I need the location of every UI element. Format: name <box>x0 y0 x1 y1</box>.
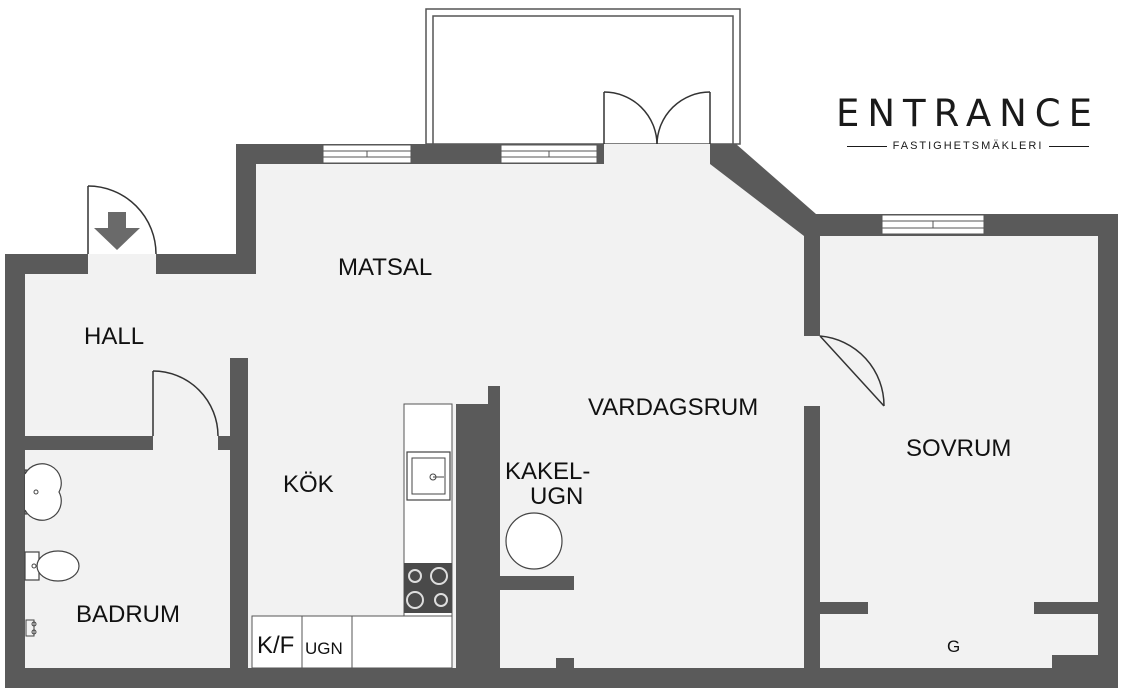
sink-icon <box>406 451 451 501</box>
floor <box>25 164 1098 668</box>
brand-tagline: FASTIGHETSMÄKLERI <box>892 140 1044 152</box>
brand-logo: ENTRANCE FASTIGHETSMÄKLERI <box>828 92 1108 153</box>
label-kf: K/F <box>257 632 294 659</box>
door-openings <box>88 144 820 450</box>
brand-tagline-row: FASTIGHETSMÄKLERI <box>828 140 1108 152</box>
interior-walls <box>25 236 1098 688</box>
stove-icon <box>404 563 452 613</box>
windows <box>322 144 985 235</box>
balcony <box>425 8 741 145</box>
tiled-stove-icon <box>505 512 563 570</box>
brand-name: ENTRANCE <box>835 92 1101 135</box>
tagline-rule-right <box>1049 145 1090 147</box>
tagline-rule-left <box>846 145 887 147</box>
doors <box>87 91 885 437</box>
room-label-hall: HALL <box>84 323 144 350</box>
room-label-kok: KÖK <box>283 471 334 498</box>
label-ugn: UGN <box>305 639 343 658</box>
entrance-arrow-icon <box>94 212 140 250</box>
room-label-kakelugn-1: KAKEL- <box>505 458 590 485</box>
room-label-badrum: BADRUM <box>76 601 180 628</box>
bathroom-sink-icon <box>24 463 62 521</box>
room-label-matsal: MATSAL <box>338 254 432 281</box>
room-label-kakelugn-2: UGN <box>530 483 583 510</box>
faucet-icon <box>25 619 37 637</box>
room-label-vardagsrum: VARDAGSRUM <box>588 394 758 421</box>
room-label-sovrum: SOVRUM <box>906 435 1011 462</box>
label-g: G <box>947 637 960 656</box>
toilet-icon <box>24 550 80 582</box>
